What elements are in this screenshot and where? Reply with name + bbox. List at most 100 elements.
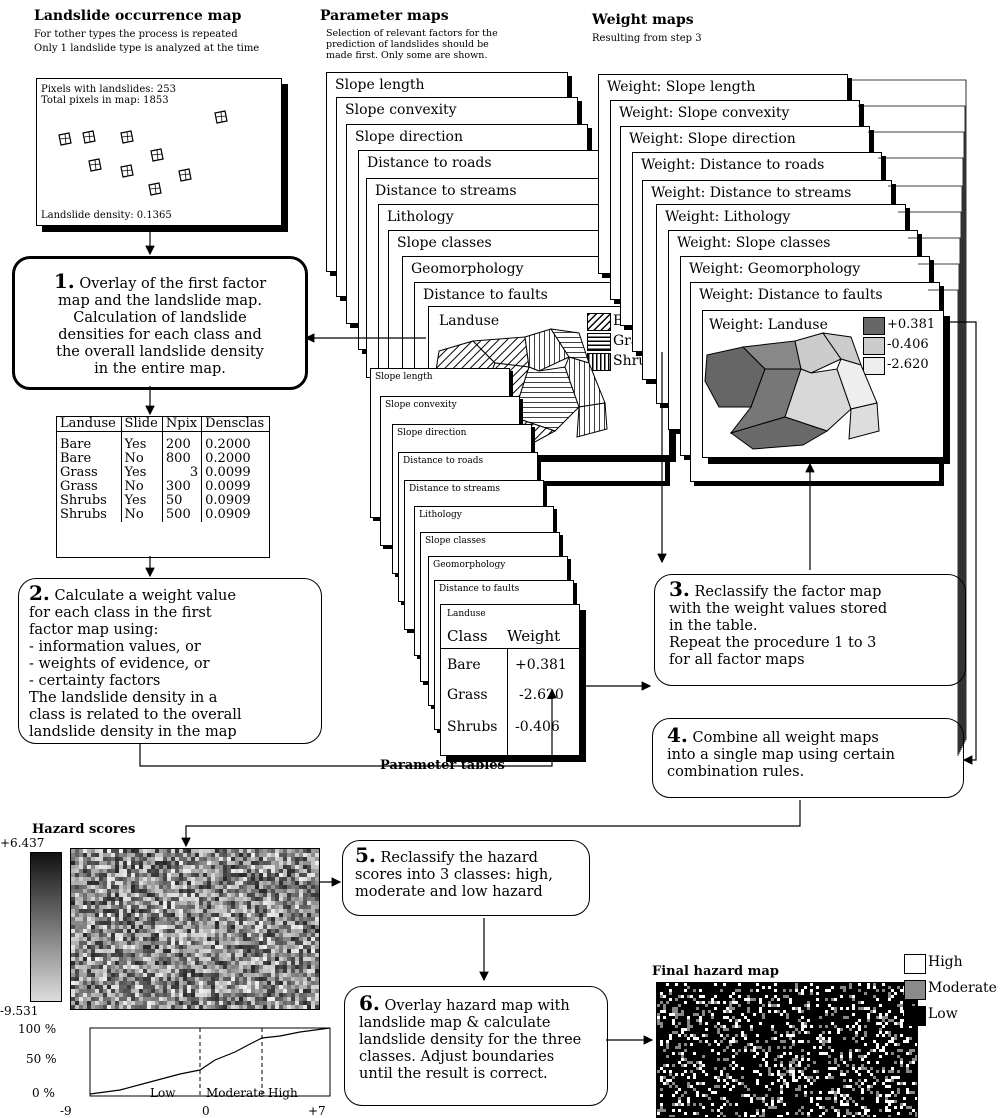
- weight-connector: [908, 237, 961, 752]
- landuse-polygon: [524, 328, 570, 372]
- landuse-map-title: Landuse: [439, 313, 500, 329]
- step-3-text: 3. Reclassify the factor map with the we…: [669, 577, 888, 668]
- hazard-scores-title: Hazard scores: [32, 822, 136, 837]
- hazard-min: -9.531: [0, 1004, 39, 1018]
- zone-high: High: [268, 1086, 298, 1100]
- step-3-box: 3. Reclassify the factor map with the we…: [654, 574, 966, 686]
- landslide-mark: [88, 158, 102, 172]
- legend-swatch: [863, 337, 885, 355]
- weight-maps-note: Resulting from step 3: [592, 33, 702, 44]
- hazard-color-ramp: [30, 852, 62, 1002]
- col-slide: Slide: [120, 417, 163, 432]
- occurrence-map: Pixels with landslides: 253 Total pixels…: [36, 78, 282, 226]
- hazard-max: +6.437: [0, 836, 45, 850]
- weight-connector: [868, 131, 965, 744]
- class-cell: Shrubs: [447, 719, 498, 735]
- table-title: Landuse: [447, 609, 486, 619]
- landslide-mark: [214, 110, 228, 124]
- occurrence-note-1: For tother types the process is repeated: [34, 29, 238, 40]
- legend-swatch: [904, 1006, 926, 1026]
- col-densclas: Densclas: [201, 417, 269, 432]
- weight-connector: [878, 157, 964, 746]
- landslide-mark: [82, 130, 96, 144]
- landuse-polygon: [576, 402, 608, 438]
- landslide-mark: [178, 168, 192, 182]
- legend-label: +0.381: [887, 317, 936, 332]
- hazard-score-map: [70, 848, 320, 1010]
- legend-label: Low: [928, 1006, 958, 1022]
- step-6-text: 6. Overlay hazard map with landslide map…: [359, 991, 582, 1082]
- weight-polygon: [729, 416, 829, 450]
- weight-connector: [918, 263, 960, 754]
- legend-label: Moderate: [928, 980, 997, 996]
- step-6-number: 6.: [359, 991, 380, 1015]
- step-2-number: 2.: [29, 581, 50, 605]
- weight-landuse-title: Weight: Landuse: [709, 317, 828, 333]
- final-hazard-map: [656, 982, 918, 1118]
- step-2-text: 2. Calculate a weight value for each cla…: [29, 581, 242, 740]
- y-tick: 100 %: [18, 1022, 57, 1036]
- step-4-box: 4. Combine all weight maps into a single…: [652, 718, 964, 798]
- step-6-box: 6. Overlay hazard map with landslide map…: [344, 986, 608, 1106]
- step-3-number: 3.: [669, 577, 690, 601]
- weight-connector: [848, 79, 967, 740]
- col-class: Class: [447, 627, 488, 645]
- step-1-box: 1. Overlay of the first factor map and t…: [12, 256, 308, 390]
- step-5-box: 5. Reclassify the hazard scores into 3 c…: [342, 840, 590, 916]
- landslide-density: Landslide density: 0.1365: [41, 210, 172, 221]
- y-tick: 50 %: [26, 1052, 57, 1066]
- final-map-title: Final hazard map: [652, 964, 779, 979]
- weight-connector: [928, 289, 959, 756]
- parameter-maps-title: Parameter maps: [320, 8, 449, 24]
- legend-label: -0.406: [887, 337, 929, 352]
- class-cell: Grass: [447, 687, 488, 703]
- weight-maps-title: Weight maps: [592, 12, 694, 28]
- step-4-text: 4. Combine all weight maps into a single…: [667, 723, 895, 780]
- legend-swatch: [587, 313, 611, 331]
- y-tick: 0 %: [32, 1086, 55, 1100]
- legend-label: High: [928, 954, 963, 970]
- legend-swatch: [904, 954, 926, 974]
- legend-swatch: [904, 980, 926, 1000]
- landslide-mark: [120, 130, 134, 144]
- legend-swatch: [863, 357, 885, 375]
- occurrence-title: Landslide occurrence map: [34, 8, 242, 24]
- weight-cell: -0.406: [515, 719, 560, 735]
- weight-landuse-map: Weight: Landuse +0.381 -0.406 -2.620: [702, 310, 944, 458]
- landuse-weight-table: Landuse Class Weight Bare +0.381 Grass -…: [440, 604, 580, 756]
- zone-moderate: Moderate: [206, 1086, 266, 1100]
- class-cell: Bare: [447, 657, 481, 673]
- landslide-mark: [120, 164, 134, 178]
- x-tick: +7: [308, 1104, 326, 1118]
- landslide-mark: [58, 132, 72, 146]
- pixels-landslides: Pixels with landslides: 253: [41, 84, 177, 95]
- x-tick: -9: [60, 1104, 72, 1118]
- col-weight: Weight: [507, 627, 561, 645]
- col-landuse: Landuse: [57, 417, 122, 432]
- weight-connector: [898, 211, 962, 750]
- zone-low: Low: [150, 1086, 176, 1100]
- weight-connector: [888, 185, 963, 748]
- occurrence-note-2: Only 1 landslide type is analyzed at the…: [34, 43, 260, 54]
- total-pixels: Total pixels in map: 1853: [41, 95, 169, 106]
- parameter-maps-note: Selection of relevant factors for the pr…: [326, 28, 498, 61]
- step-1-text: 1. Overlay of the first factor map and t…: [53, 269, 267, 377]
- flow-arrow: [181, 800, 801, 848]
- cumulative-curve: [89, 1027, 331, 1095]
- weight-cell: +0.381: [515, 657, 567, 673]
- step-4-number: 4.: [667, 723, 688, 747]
- legend-label: -2.620: [887, 357, 929, 372]
- landslide-mark: [150, 148, 164, 162]
- x-tick: 0: [202, 1104, 210, 1118]
- legend-swatch: [587, 333, 611, 351]
- step-5-number: 5.: [355, 843, 376, 867]
- step-1-number: 1.: [53, 269, 75, 293]
- step-2-box: 2. Calculate a weight value for each cla…: [18, 578, 322, 744]
- col-npix: Npix: [161, 417, 202, 432]
